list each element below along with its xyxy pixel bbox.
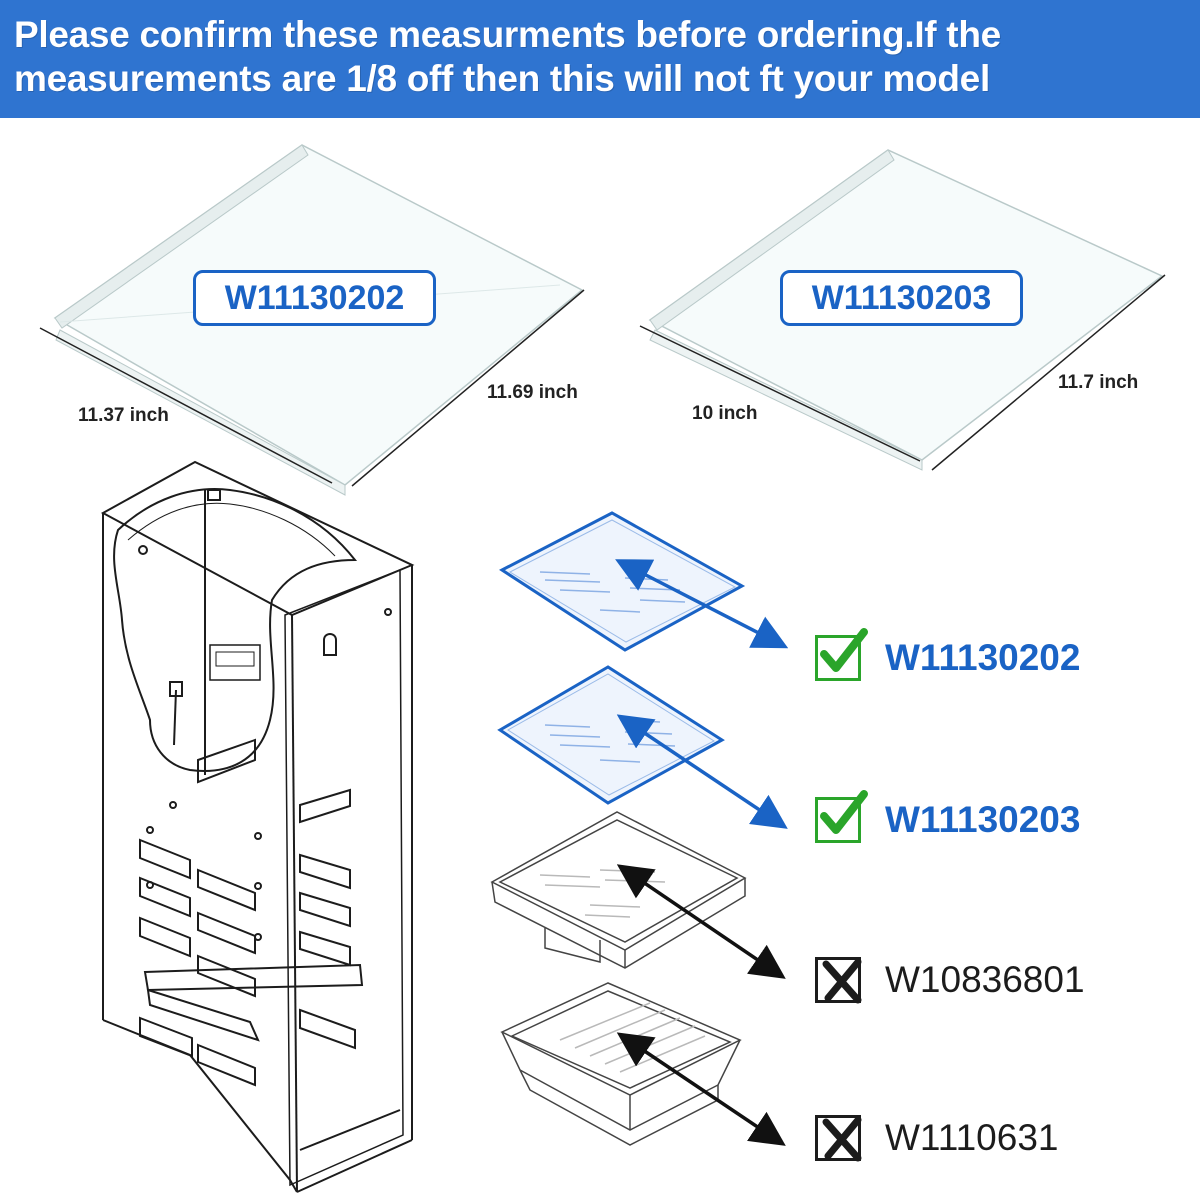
compatibility-row-2: W11130203 (815, 790, 1081, 848)
refrigerator-liner-drawing (100, 460, 415, 1193)
crisper-drawer-drawing (500, 982, 742, 1146)
banner-line-2: measurements are 1/8 off then this will … (14, 58, 990, 99)
shelf-1-depth-label: 11.69 inch (487, 382, 578, 403)
shelf-thumbnail-1 (499, 511, 746, 652)
shelf-thumbnail-2 (497, 665, 725, 805)
pointer-arrow-3 (616, 864, 786, 979)
pointer-arrow-1 (615, 559, 789, 649)
shelf-2-width-label: 10 inch (692, 403, 758, 424)
shelf-1-part-tag: W11130202 (193, 270, 436, 326)
incompatible-part-number: W1110631 (885, 1117, 1059, 1158)
width-dimension-line (639, 325, 921, 462)
compatibility-row-4: W1110631 (815, 1110, 1058, 1166)
black-x-icon (815, 957, 862, 1004)
green-check-icon (815, 628, 868, 681)
width-dimension-line (39, 327, 333, 484)
incompatible-part-number: W10836801 (885, 959, 1085, 1000)
banner-line-1: Please confirm these measurments before … (14, 14, 1001, 55)
compatibility-row-3: W10836801 (815, 952, 1085, 1008)
warning-banner: Please confirm these measurments before … (0, 0, 1200, 118)
shelf-1-width-label: 11.37 inch (78, 405, 169, 426)
pointer-arrow-2 (616, 714, 788, 829)
compatible-part-number: W11130203 (885, 799, 1081, 840)
shelf-2-part-tag: W11130203 (780, 270, 1023, 326)
compatible-part-number: W11130202 (885, 637, 1081, 678)
green-check-icon (815, 790, 868, 843)
depth-dimension-line (351, 289, 585, 487)
black-x-icon (815, 1115, 862, 1162)
shelf-2-depth-label: 11.7 inch (1058, 372, 1139, 393)
crisper-cover-drawing (490, 811, 747, 969)
depth-dimension-line (931, 274, 1166, 471)
pointer-arrow-4 (616, 1032, 786, 1146)
compatibility-row-1: W11130202 (815, 628, 1081, 686)
